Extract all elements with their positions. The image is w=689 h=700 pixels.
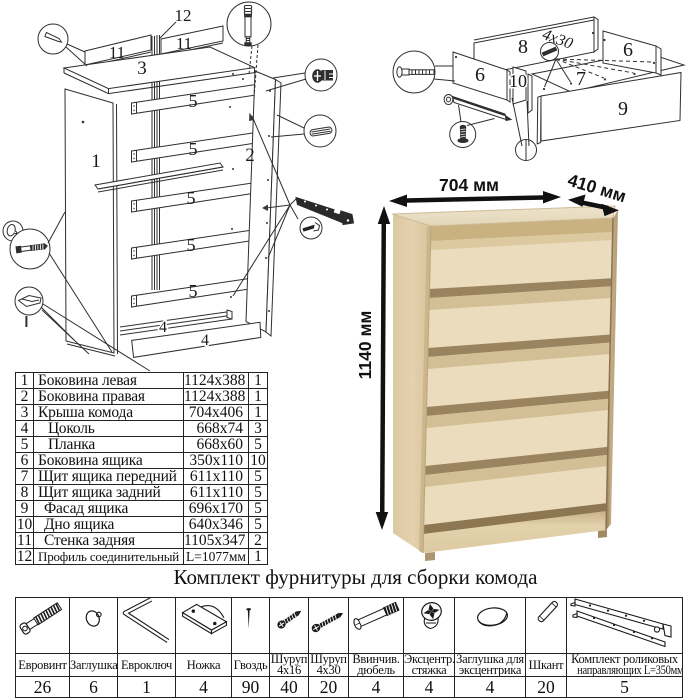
svg-text:12: 12 — [175, 6, 192, 25]
svg-text:5: 5 — [189, 91, 198, 111]
svg-text:4: 4 — [201, 332, 209, 349]
svg-text:5: 5 — [187, 235, 196, 255]
svg-text:4: 4 — [159, 319, 167, 336]
svg-text:5: 5 — [189, 281, 198, 301]
svg-text:5: 5 — [187, 188, 196, 208]
svg-text:6: 6 — [623, 39, 633, 61]
svg-text:10: 10 — [509, 71, 527, 91]
svg-text:1: 1 — [91, 151, 101, 172]
svg-text:8: 8 — [518, 36, 528, 58]
svg-text:6: 6 — [475, 64, 485, 86]
svg-text:1140 мм: 1140 мм — [355, 311, 375, 380]
svg-text:9: 9 — [618, 98, 628, 120]
svg-text:7: 7 — [576, 68, 586, 90]
svg-text:704 мм: 704 мм — [439, 175, 499, 195]
svg-text:3: 3 — [137, 58, 147, 79]
svg-text:11: 11 — [176, 34, 192, 53]
svg-text:11: 11 — [109, 43, 125, 62]
svg-text:5: 5 — [189, 139, 198, 159]
svg-text:2: 2 — [245, 145, 255, 166]
